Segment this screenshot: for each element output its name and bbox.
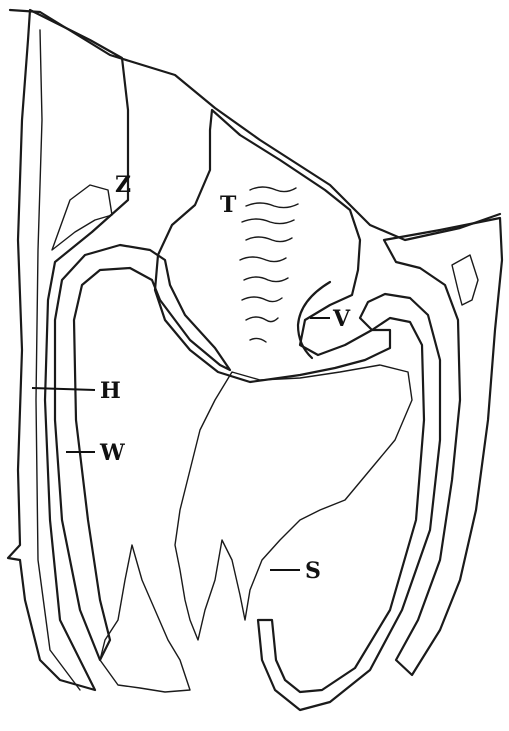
label-v: V: [332, 306, 351, 332]
right-wall-notch: [452, 255, 478, 305]
label-w: W: [99, 440, 125, 466]
label-z: Z: [115, 172, 131, 198]
leader-h: [32, 388, 95, 390]
atrial-roof-line: [10, 10, 500, 240]
left-outer-wall: [8, 10, 128, 690]
septal-trabeculae: [175, 365, 412, 640]
label-s: S: [305, 558, 321, 584]
right-outer-wall: [384, 218, 502, 675]
label-t: T: [220, 192, 237, 218]
apex-left-tissue: [100, 545, 190, 692]
valve-leaflets: [240, 187, 298, 342]
v-arc: [298, 282, 330, 358]
label-h: H: [100, 378, 121, 404]
right-ventricle-wall: [258, 294, 440, 710]
